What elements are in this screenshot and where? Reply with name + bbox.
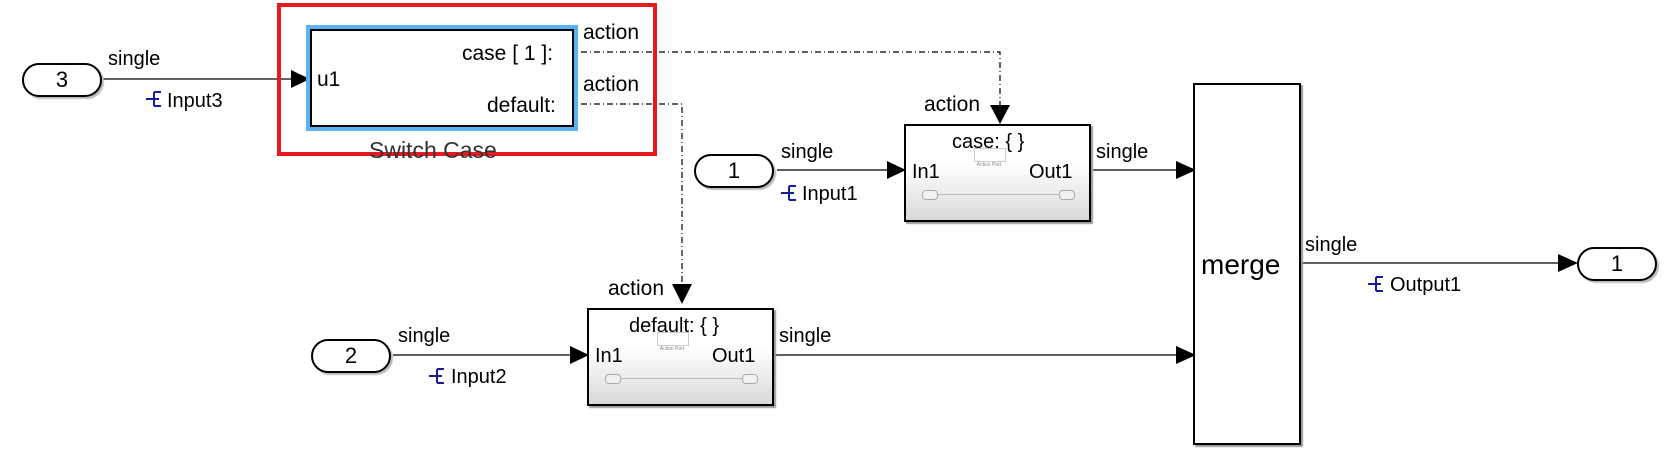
signal-name-icon <box>779 183 799 203</box>
switch-case-case-label: case [ 1 ]: <box>462 42 554 65</box>
arrow-case-out <box>1176 161 1196 179</box>
subsystem-scroll-handle <box>1059 190 1075 200</box>
inport-3[interactable]: 3 <box>22 63 102 97</box>
merge-label: merge <box>1201 249 1281 280</box>
inport-1[interactable]: 1 <box>694 154 774 188</box>
inport-1-number: 1 <box>727 158 741 183</box>
arrow-default-action <box>672 284 692 304</box>
merge-out-signal-type: single <box>1305 234 1358 256</box>
inport-1-signal-name: Input1 <box>802 183 858 205</box>
inport-2-signal-name: Input2 <box>451 366 507 388</box>
signal-name-icon <box>427 366 447 386</box>
arrow-default-out <box>1176 346 1196 364</box>
arrow-input1 <box>887 161 906 179</box>
signal-name-icon <box>1366 274 1386 294</box>
arrow-case-action <box>990 105 1010 124</box>
case-subsystem-out-signal-type: single <box>1096 141 1149 163</box>
signal-name-icon <box>144 89 164 109</box>
default-action-subsystem[interactable]: default: { } Action Port In1 Out1 <box>587 308 774 406</box>
default-subsystem-out-signal-type: single <box>779 325 832 347</box>
outport-1[interactable]: 1 <box>1577 247 1657 281</box>
action-port-box <box>657 332 689 346</box>
action-port-text: Action Port <box>976 162 1002 168</box>
arrow-input3 <box>291 70 310 88</box>
switch-case-block[interactable] <box>306 25 578 131</box>
inport-3-signal-type: single <box>108 48 161 70</box>
default-subsystem-in-label: In1 <box>595 345 623 367</box>
switch-case-action-label-1: action <box>583 21 640 44</box>
switch-case-default-label: default: <box>487 94 556 117</box>
outport-1-number: 1 <box>1610 251 1624 276</box>
default-subsystem-action-label: action <box>608 277 665 300</box>
switch-case-action-label-2: action <box>583 73 640 96</box>
subsystem-scroll-handle <box>922 190 938 200</box>
subsystem-scroll-handle <box>742 374 758 384</box>
inport-3-signal-name: Input3 <box>167 90 223 112</box>
default-subsystem-out-label: Out1 <box>712 345 756 367</box>
inport-2-number: 2 <box>344 343 358 368</box>
selection-highlight <box>277 3 657 156</box>
switch-case-name: Switch Case <box>369 137 497 163</box>
inport-3-number: 3 <box>55 67 69 92</box>
inport-1-signal-type: single <box>781 141 834 163</box>
switch-case-input-label: u1 <box>317 68 341 91</box>
wire-case-action <box>581 51 1001 105</box>
case-subsystem-title: case: { } <box>952 131 1025 153</box>
case-subsystem-in-label: In1 <box>912 161 940 183</box>
inport-2-signal-type: single <box>398 325 451 347</box>
inport-2[interactable]: 2 <box>311 339 391 373</box>
wire-default-action <box>581 103 683 284</box>
default-subsystem-title: default: { } <box>629 315 720 337</box>
merge-out-signal-name: Output1 <box>1390 274 1462 296</box>
merge-block[interactable]: merge <box>1193 83 1301 445</box>
action-port-box <box>974 148 1006 162</box>
case-action-subsystem[interactable]: case: { } Action Port In1 Out1 <box>904 124 1091 222</box>
action-port-text: Action Port <box>659 346 685 352</box>
arrow-input2 <box>570 346 589 364</box>
arrow-merge-out <box>1558 254 1578 272</box>
case-subsystem-action-label: action <box>924 93 981 116</box>
subsystem-scroll-handle <box>605 374 621 384</box>
case-subsystem-out-label: Out1 <box>1029 161 1073 183</box>
